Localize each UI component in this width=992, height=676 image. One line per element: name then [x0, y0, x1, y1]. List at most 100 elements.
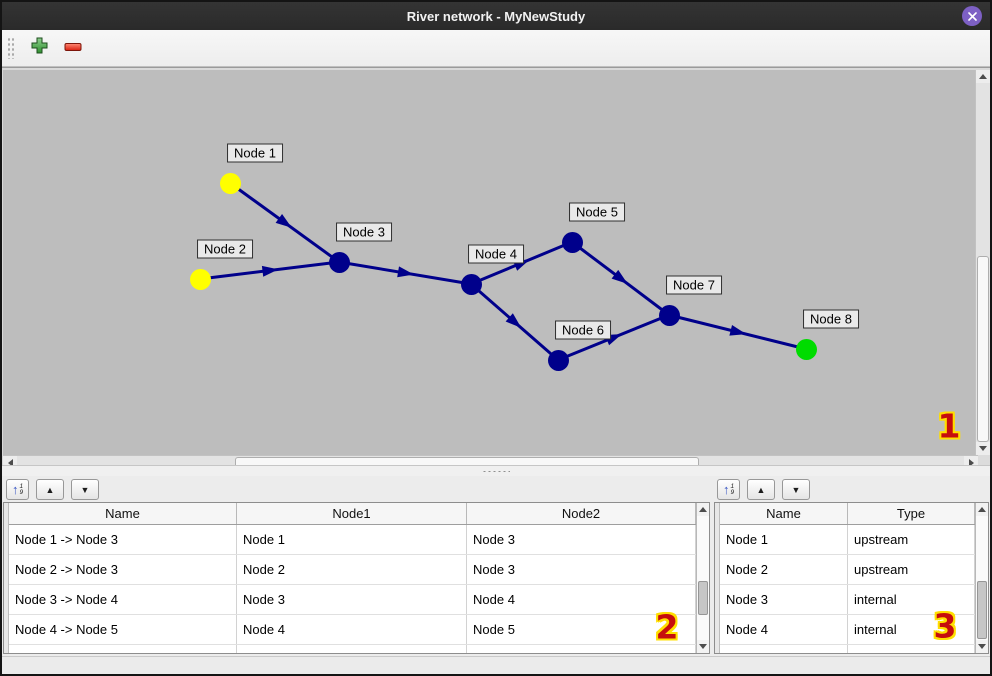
vertical-scroll-thumb[interactable]	[977, 256, 989, 442]
scroll-down-button[interactable]	[976, 442, 990, 455]
nodes-table-scrollbar[interactable]	[975, 503, 988, 653]
up-arrow-icon	[978, 507, 986, 512]
up-arrow-icon	[699, 507, 707, 512]
move-up-button[interactable]: ▲	[747, 479, 775, 500]
edges-table-scrollbar[interactable]	[696, 503, 709, 653]
network-node[interactable]	[658, 304, 680, 326]
right-arrow-icon	[968, 458, 974, 467]
window-title: River network - MyNewStudy	[406, 8, 586, 24]
table-cell: Node 3	[467, 555, 696, 584]
scroll-thumb[interactable]	[698, 581, 708, 615]
scroll-up-button[interactable]	[697, 503, 709, 516]
node-label[interactable]: Node 1	[227, 143, 283, 163]
column-header[interactable]: Name	[9, 503, 237, 524]
table-cell: upstream	[848, 525, 975, 554]
network-node[interactable]	[189, 268, 211, 290]
network-node[interactable]	[561, 231, 583, 253]
table-cell	[720, 645, 848, 653]
column-header[interactable]: Type	[848, 503, 975, 524]
edge-arrow-icon	[505, 313, 522, 328]
table-cell: internal	[848, 615, 975, 644]
network-node[interactable]	[219, 172, 241, 194]
table-cell: upstream	[848, 555, 975, 584]
network-node[interactable]	[328, 251, 350, 273]
scroll-up-button[interactable]	[976, 70, 990, 83]
node-label[interactable]: Node 4	[468, 244, 524, 264]
up-triangle-icon: ▲	[756, 484, 766, 495]
column-header[interactable]: Node2	[467, 503, 696, 524]
river-network-canvas[interactable]: Node 1 Node 2 Node 3 Node 4 Node 5 Node 6 Node…	[3, 70, 975, 455]
table-cell: Node 2	[720, 555, 848, 584]
down-arrow-icon	[978, 644, 986, 649]
network-node[interactable]	[795, 338, 817, 360]
network-node[interactable]	[547, 349, 569, 371]
scroll-down-button[interactable]	[976, 640, 988, 653]
canvas-vertical-scrollbar[interactable]	[975, 70, 990, 455]
move-down-button[interactable]: ▼	[782, 479, 810, 500]
table-cell	[237, 645, 467, 653]
scroll-down-button[interactable]	[697, 640, 709, 653]
toolbar-grip[interactable]	[7, 37, 15, 59]
node-label[interactable]: Node 7	[666, 275, 722, 295]
edge-arrow-icon	[275, 213, 292, 228]
row-header-strip	[715, 503, 720, 653]
down-triangle-icon: ▼	[791, 484, 801, 495]
left-arrow-icon	[7, 458, 13, 467]
down-arrow-icon	[699, 644, 707, 649]
network-node[interactable]	[460, 273, 482, 295]
node-label[interactable]: Node 8	[803, 309, 859, 329]
table-row[interactable]	[720, 645, 975, 653]
splitter-handle-icon	[482, 469, 510, 473]
table-cell: Node 5	[467, 615, 696, 644]
status-bar	[2, 656, 990, 674]
table-cell: Node 3	[720, 585, 848, 614]
table-cell: Node 1	[720, 525, 848, 554]
up-triangle-icon: ▲	[45, 484, 55, 495]
add-button[interactable]	[25, 34, 53, 62]
table-cell: Node 2	[237, 555, 467, 584]
move-up-button[interactable]: ▲	[36, 479, 64, 500]
remove-minus-icon	[64, 39, 82, 57]
canvas-area: Node 1 Node 2 Node 3 Node 4 Node 5 Node 6 Node…	[2, 67, 990, 469]
titlebar[interactable]: River network - MyNewStudy	[2, 2, 990, 30]
scroll-thumb[interactable]	[977, 581, 987, 639]
node-label[interactable]: Node 3	[336, 222, 392, 242]
scroll-up-button[interactable]	[976, 503, 988, 516]
table-row[interactable]	[9, 645, 696, 653]
node-label[interactable]: Node 2	[197, 239, 253, 259]
table-cell: Node 3	[237, 585, 467, 614]
remove-button[interactable]	[59, 34, 87, 62]
row-header-strip	[4, 503, 9, 653]
horizontal-splitter[interactable]	[2, 465, 990, 476]
node-label[interactable]: Node 6	[555, 320, 611, 340]
column-header[interactable]: Name	[720, 503, 848, 524]
column-header[interactable]: Node1	[237, 503, 467, 524]
up-arrow-icon	[979, 74, 987, 79]
table-cell: Node 3 -> Node 4	[9, 585, 237, 614]
node-label[interactable]: Node 5	[569, 202, 625, 222]
table-cell: Node 3	[467, 525, 696, 554]
move-down-button[interactable]: ▼	[71, 479, 99, 500]
close-button[interactable]	[962, 6, 982, 26]
main-toolbar	[2, 30, 990, 67]
